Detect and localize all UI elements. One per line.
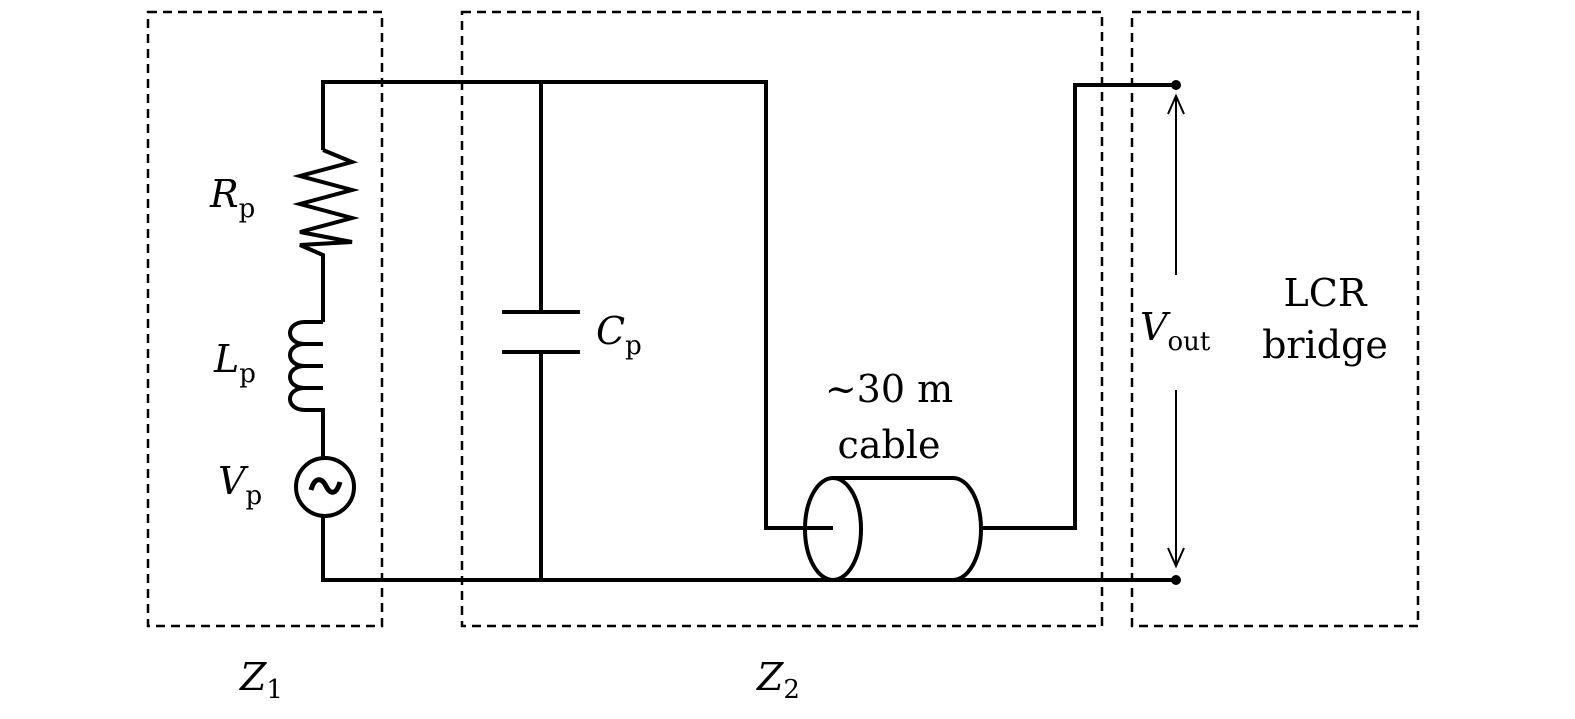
terminal-top-dot [1171,80,1181,90]
bottom-wire [321,516,1176,582]
label-cable: cable [838,423,941,467]
label-cable-length: ~30 m [825,367,953,411]
vout-arrow-down-icon [1167,390,1185,569]
label-vout: Vout [1140,305,1211,357]
terminal-bottom-dot [1171,575,1181,585]
inductor-lp-icon [288,320,325,458]
label-vp: Vp [218,459,262,511]
label-lcr: LCR [1284,271,1368,315]
top-wire [321,80,833,530]
vout-arrow-up-icon [1167,93,1185,275]
label-z1: Z1 [239,655,283,705]
label-lp: Lp [213,337,256,389]
z1-boundary-box [146,10,384,628]
lcr-boundary-box [1130,10,1420,628]
label-rp: Rp [209,172,255,224]
coaxial-cable-icon [766,476,983,582]
tilde-icon [308,477,343,495]
resistor-rp-icon [292,148,360,322]
label-z2: Z2 [756,655,800,705]
label-cp: Cp [596,309,642,361]
label-bridge: bridge [1262,323,1388,367]
z2-boundary-box [460,10,1104,628]
output-wire [981,83,1176,530]
